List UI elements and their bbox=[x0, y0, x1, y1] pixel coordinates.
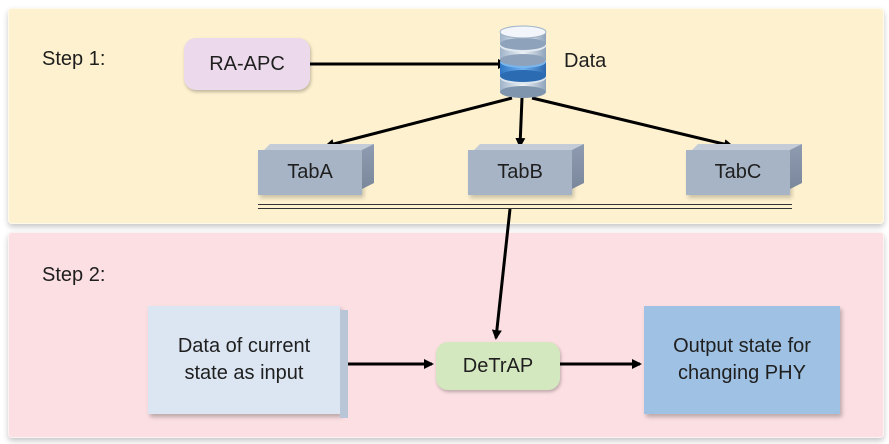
table-tabb: TabB bbox=[468, 150, 572, 195]
output-line-2: changing PHY bbox=[678, 362, 806, 384]
data-store-label: Data bbox=[564, 50, 607, 72]
arrow-data-to-tabb bbox=[515, 97, 526, 148]
detrap-box: DeTrAP bbox=[436, 342, 560, 390]
arrow-tabb-to-detrap bbox=[491, 208, 512, 340]
table-label: TabC bbox=[714, 161, 762, 183]
input-line-1: Data of current bbox=[177, 335, 311, 357]
table-tabc: TabC bbox=[686, 150, 790, 195]
step2-label: Step 2: bbox=[42, 264, 106, 286]
separator-line bbox=[258, 204, 792, 205]
step1-label: Step 1: bbox=[42, 48, 106, 70]
input-line-2: state as input bbox=[184, 362, 304, 384]
input-state-box: Data of current state as input bbox=[148, 306, 348, 418]
table-label: TabB bbox=[497, 161, 543, 183]
separator-line bbox=[258, 208, 792, 209]
output-state-box: Output state for changing PHY bbox=[644, 306, 840, 414]
table-taba: TabA bbox=[258, 150, 362, 195]
database-icon bbox=[499, 25, 547, 98]
arrow-data-to-taba bbox=[324, 96, 513, 149]
table-label: TabA bbox=[287, 161, 333, 183]
output-line-1: Output state for bbox=[673, 335, 811, 357]
ra-apc-box: RA-APC bbox=[184, 38, 310, 90]
arrow-data-to-tabc bbox=[531, 96, 734, 149]
